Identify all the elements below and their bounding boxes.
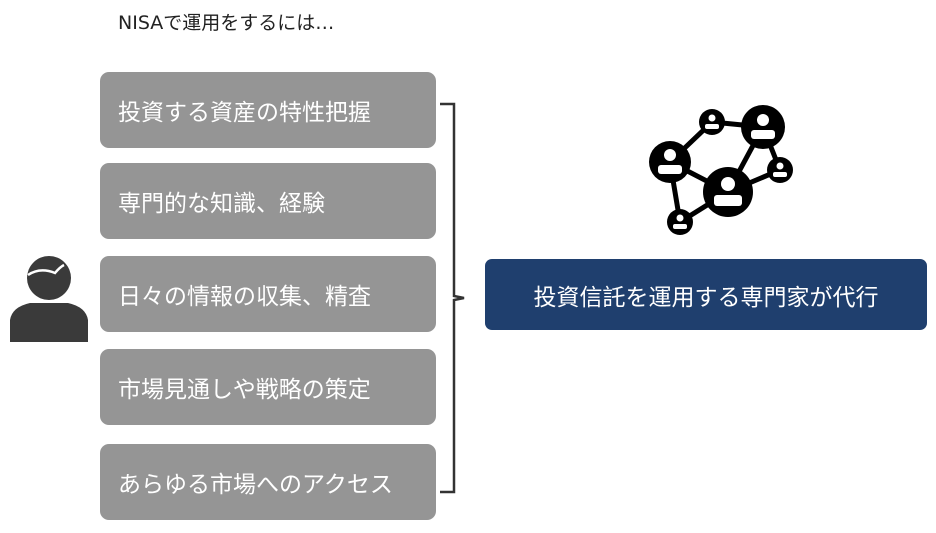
- diagram-title: NISAで運用をするには…: [118, 12, 335, 34]
- task-box-strategy: 市場見通しや戦略の策定: [100, 349, 436, 425]
- task-box-expertise: 専門的な知識、経験: [100, 163, 436, 239]
- result-box-fund-manager: 投資信託を運用する専門家が代行: [485, 259, 927, 330]
- task-box-market-access: あらゆる市場へのアクセス: [100, 444, 436, 520]
- network-icon: [649, 105, 793, 235]
- person-icon: [10, 256, 88, 342]
- task-box-asset-analysis: 投資する資産の特性把握: [100, 72, 436, 148]
- task-box-information: 日々の情報の収集、精査: [100, 256, 436, 332]
- bracket: [440, 102, 465, 494]
